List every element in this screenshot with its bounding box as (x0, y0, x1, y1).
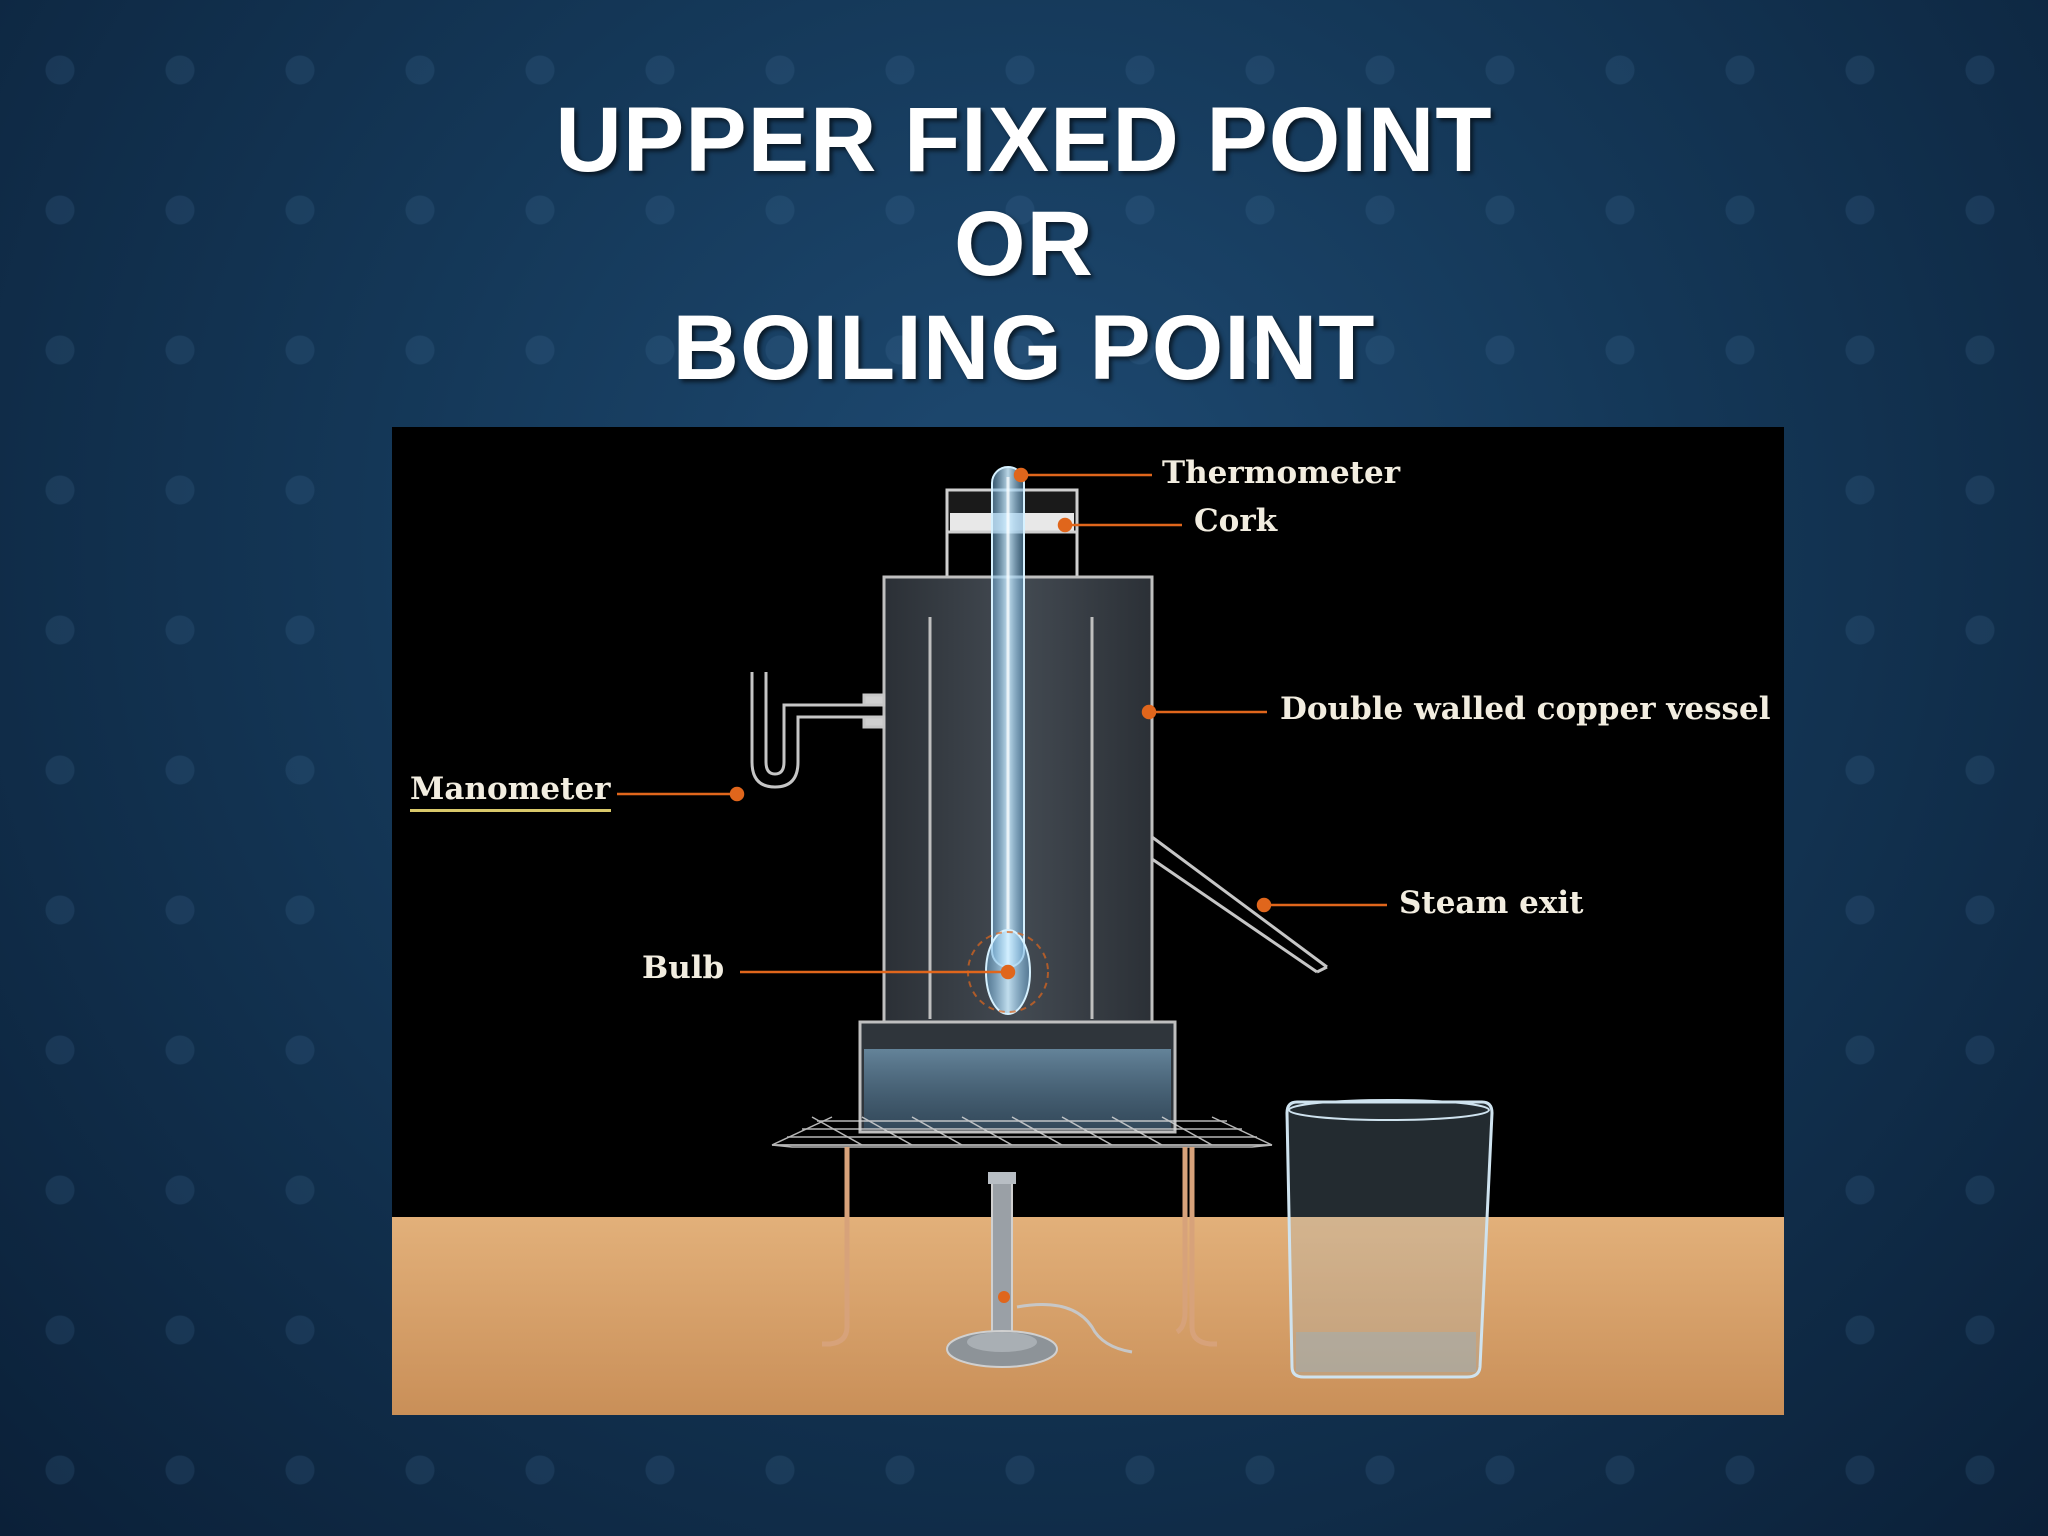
apparatus-drawing (392, 466, 1784, 1415)
beaker (1285, 1099, 1494, 1379)
label-thermometer: Thermometer (1162, 455, 1401, 491)
title-line-2: OR (954, 193, 1094, 295)
title-line-1: UPPER FIXED POINT (555, 89, 1493, 191)
table-surface (392, 1217, 1784, 1415)
title-line-3: BOILING POINT (672, 297, 1376, 399)
hypsometer-diagram: Thermometer Cork Double walled copper ve… (392, 427, 1784, 1415)
label-manometer: Manometer (410, 771, 611, 812)
label-bulb: Bulb (642, 950, 725, 986)
steam-exit-pipe (1151, 835, 1328, 974)
tripod-stand (822, 1147, 1217, 1347)
leader-lines (617, 467, 1387, 980)
label-cork: Cork (1194, 503, 1278, 539)
label-steam-exit: Steam exit (1399, 885, 1584, 921)
slide-title: UPPER FIXED POINT OR BOILING POINT (0, 88, 2048, 400)
bunsen-burner (946, 1172, 1133, 1368)
manometer-tube (750, 672, 886, 789)
wire-gauze (771, 1116, 1273, 1148)
label-vessel: Double walled copper vessel (1280, 691, 1771, 727)
